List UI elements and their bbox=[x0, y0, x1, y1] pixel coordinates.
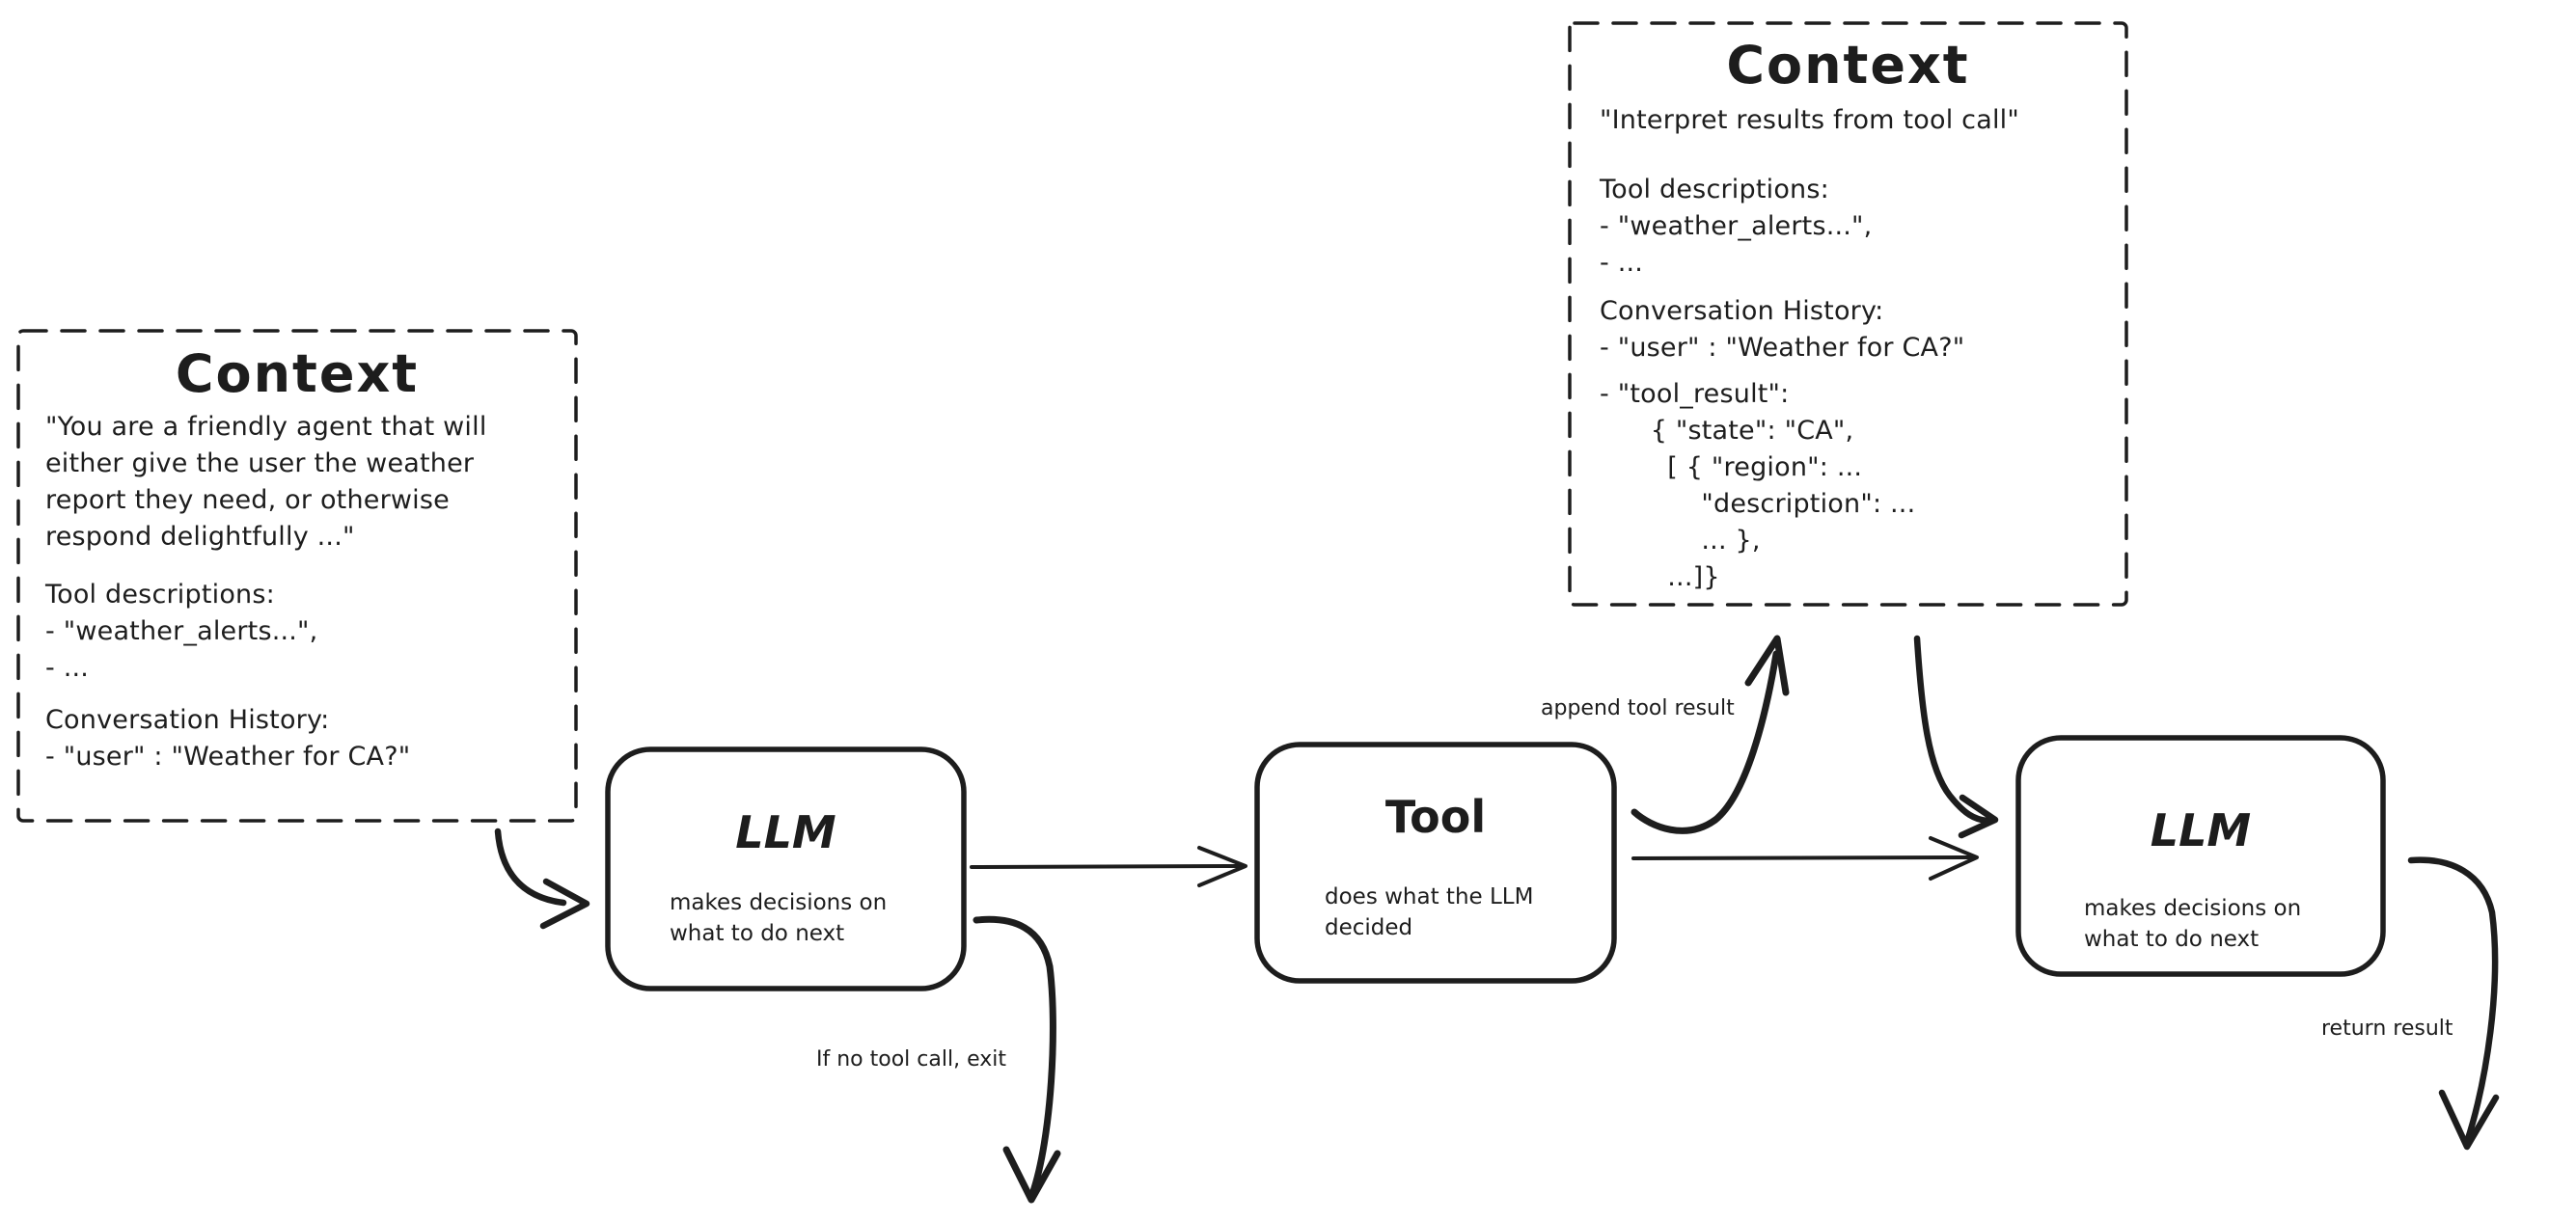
arrow-llm1-to-tool-head bbox=[1197, 846, 1247, 887]
context-top-tool-descriptions: Tool descriptions: - "weather_alerts..."… bbox=[1600, 175, 1873, 278]
return-result-label: return result bbox=[2321, 1017, 2453, 1041]
context-top-title: Context bbox=[1726, 35, 1970, 95]
context-top-conversation-history: Conversation History: - "user" : "Weathe… bbox=[1600, 296, 1965, 363]
arrow-context-top-to-llm2 bbox=[1913, 635, 1999, 839]
llm2-node-border bbox=[2015, 735, 2386, 977]
context-top-tool-result: - "tool_result": { "state": "CA", [ { "r… bbox=[1600, 379, 1916, 592]
llm1-node-border bbox=[605, 746, 967, 991]
context-top-instruction: "Interpret results from tool call" bbox=[1600, 105, 2019, 135]
llm1-node-subtitle: makes decisions on what to do next bbox=[670, 890, 888, 946]
arrow-context-left-to-llm1-line bbox=[494, 828, 567, 907]
tool-node-subtitle: does what the LLM decided bbox=[1325, 884, 1534, 940]
arrow-context-left-to-llm1 bbox=[494, 828, 590, 930]
arrow-llm2-return bbox=[2407, 856, 2500, 1151]
append-tool-result-label: append tool result bbox=[1541, 696, 1735, 720]
arrow-llm1-exit-line bbox=[973, 915, 1056, 1198]
arrow-context-top-to-llm2-line bbox=[1913, 635, 1991, 825]
arrow-context-top-to-llm2-head bbox=[1958, 794, 1999, 839]
arrow-tool-to-llm2 bbox=[1631, 836, 1979, 881]
context-left-system-prompt: "You are a friendly agent that will eith… bbox=[45, 412, 487, 552]
arrow-tool-to-context-top-line bbox=[1631, 650, 1780, 834]
arrow-llm1-to-tool-line bbox=[970, 864, 1243, 869]
arrow-llm2-return-head bbox=[2438, 1089, 2500, 1151]
context-left-tool-descriptions: Tool descriptions: - "weather_alerts..."… bbox=[45, 580, 318, 683]
llm2-node-subtitle: makes decisions on what to do next bbox=[2084, 896, 2302, 952]
tool-node-border bbox=[1254, 742, 1617, 984]
arrow-tool-to-llm2-line bbox=[1631, 855, 1974, 860]
arrow-tool-to-context-top bbox=[1631, 635, 1790, 834]
context-left-conversation-history: Conversation History: - "user" : "Weathe… bbox=[45, 705, 411, 772]
llm2-node-title: LLM bbox=[2150, 804, 2252, 856]
no-tool-call-exit-label: If no tool call, exit bbox=[816, 1047, 1006, 1072]
context-top-box-border bbox=[1568, 21, 2128, 607]
arrow-llm2-return-line bbox=[2407, 856, 2499, 1146]
arrow-llm1-exit bbox=[973, 915, 1061, 1204]
arrow-tool-to-llm2-head bbox=[1929, 836, 1979, 881]
context-left-title: Context bbox=[175, 343, 420, 404]
arrow-context-left-to-llm1-head bbox=[539, 878, 590, 930]
llm1-node-title: LLM bbox=[735, 806, 836, 858]
tool-node-title: Tool bbox=[1384, 791, 1487, 843]
arrow-llm1-exit-head bbox=[1002, 1146, 1061, 1204]
arrow-tool-to-context-top-head bbox=[1744, 635, 1790, 696]
arrow-llm1-to-tool bbox=[970, 846, 1247, 887]
context-left-box-border bbox=[16, 329, 578, 823]
